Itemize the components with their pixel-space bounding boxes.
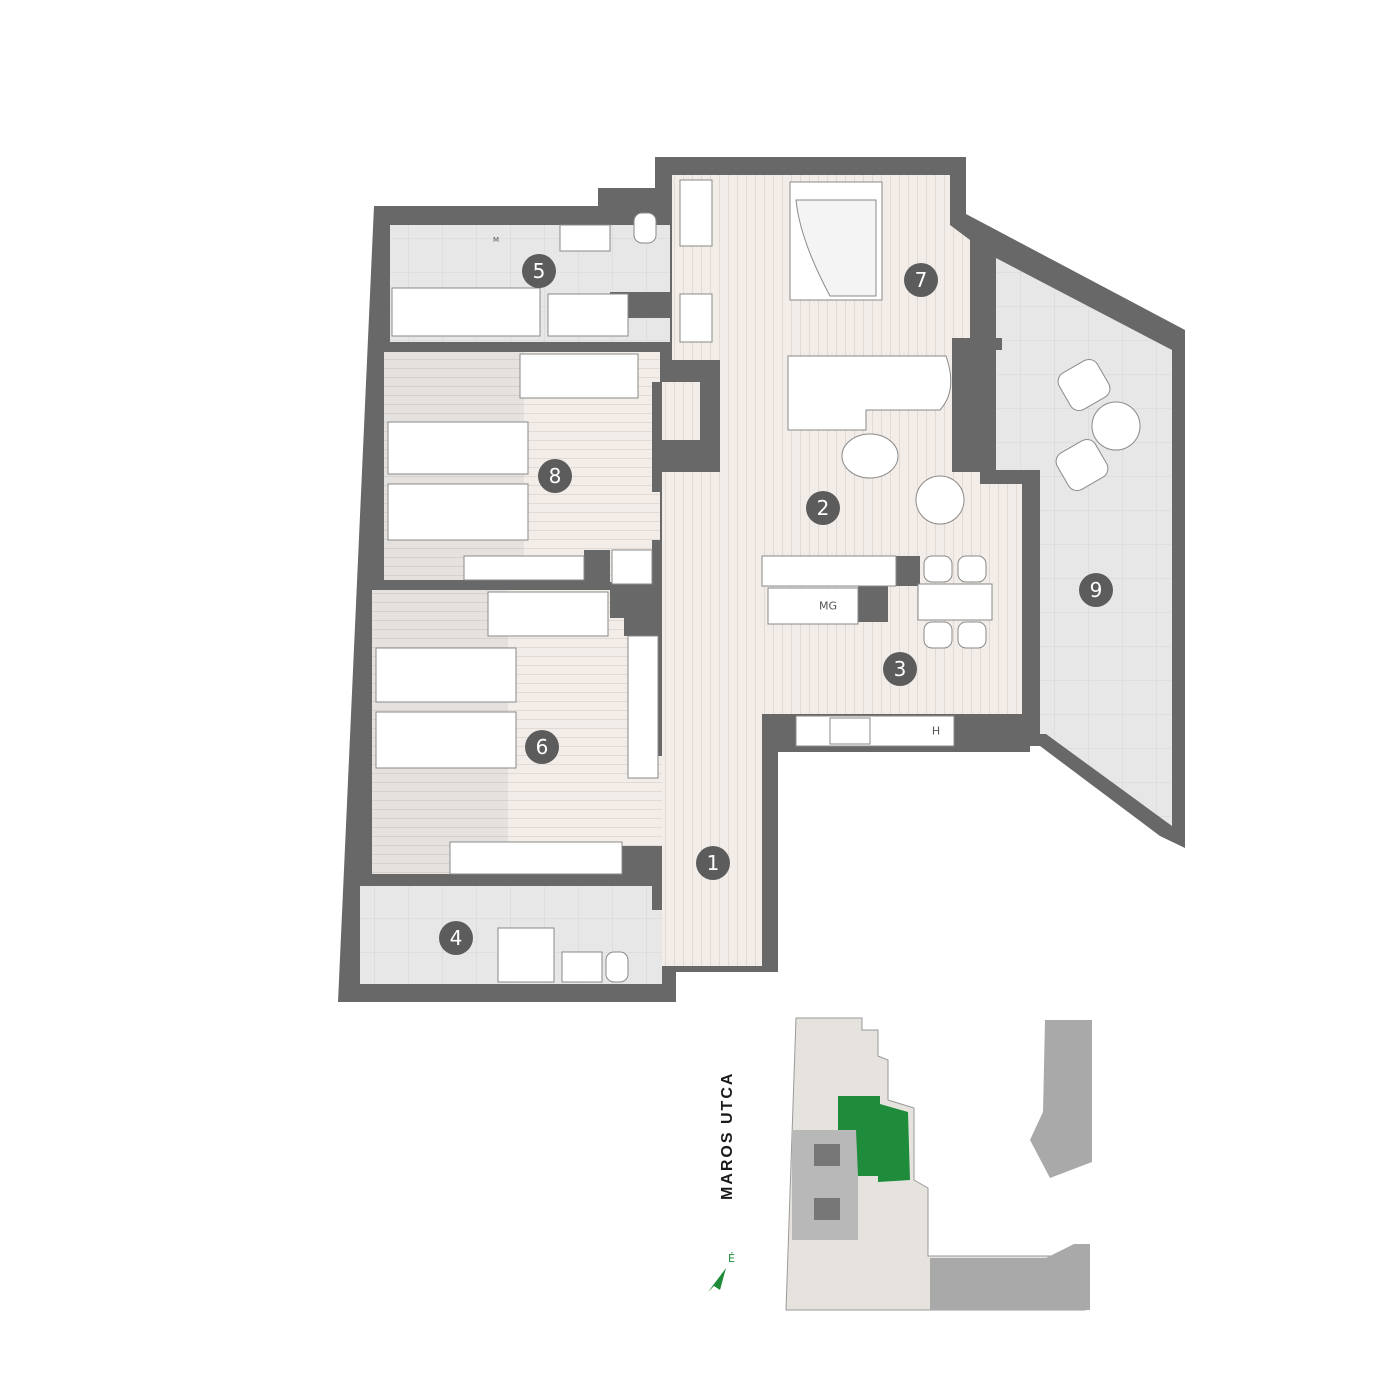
bed-6-top xyxy=(487,591,609,637)
room-number-4: 4 xyxy=(450,926,463,950)
room-number-5: 5 xyxy=(533,259,546,283)
terrace-table xyxy=(1091,401,1141,451)
sofa xyxy=(787,355,952,431)
terrace-chair-1 xyxy=(1057,358,1111,412)
room-number-2: 2 xyxy=(817,496,830,520)
shower-4 xyxy=(497,927,555,983)
dining-table xyxy=(917,583,993,621)
neighbor-building-south xyxy=(930,1244,1090,1310)
shower-tray xyxy=(391,287,541,337)
room-marker-3: 3 xyxy=(883,652,917,686)
site-key-map: MAROS UTCA É xyxy=(708,1017,1092,1311)
toilet-4 xyxy=(605,951,629,983)
bunk-8-a xyxy=(387,421,529,475)
washer-label: M xyxy=(493,236,499,244)
bunk-6-b xyxy=(375,711,517,769)
room-number-6: 6 xyxy=(536,735,549,759)
cabinet xyxy=(547,293,629,337)
bed-8-top xyxy=(519,353,639,399)
desk-6 xyxy=(449,841,623,875)
room-marker-4: 4 xyxy=(439,921,473,955)
north-arrow-icon: É xyxy=(708,1252,735,1292)
wardrobe-7 xyxy=(679,179,713,247)
kitchen-counter xyxy=(795,715,955,747)
hood-label: H xyxy=(932,725,940,738)
highlighted-apartment xyxy=(838,1096,910,1182)
room-marker-6: 6 xyxy=(525,730,559,764)
armchair xyxy=(915,475,965,525)
wardrobe-6 xyxy=(627,635,659,779)
room-number-9: 9 xyxy=(1090,578,1103,602)
room-marker-1: 1 xyxy=(696,846,730,880)
wardrobe-7b xyxy=(679,293,713,343)
neighbor-building-east xyxy=(1030,1020,1092,1178)
chair-3 xyxy=(923,621,953,649)
wardrobe-8 xyxy=(611,549,653,585)
room-9-floor xyxy=(996,258,1172,826)
room-marker-8: 8 xyxy=(538,459,572,493)
interior-walls xyxy=(372,292,1040,910)
room-markers: 1 2 3 4 5 6 7 8 xyxy=(439,254,1113,955)
chair-2 xyxy=(957,555,987,583)
room-marker-5: 5 xyxy=(522,254,556,288)
cooktop xyxy=(829,717,871,745)
room-number-3: 3 xyxy=(894,657,907,681)
furniture xyxy=(375,179,1141,983)
room-marker-2: 2 xyxy=(806,491,840,525)
street-label: MAROS UTCA xyxy=(719,1072,736,1200)
room-marker-7: 7 xyxy=(904,263,938,297)
room-marker-9: 9 xyxy=(1079,573,1113,607)
coffee-table xyxy=(841,433,899,479)
chair-1 xyxy=(923,555,953,583)
fridge xyxy=(767,587,859,625)
desk-8 xyxy=(463,555,585,581)
room-number-7: 7 xyxy=(915,268,928,292)
room-number-8: 8 xyxy=(549,464,562,488)
kitchen-island xyxy=(761,555,897,587)
stair-block-2 xyxy=(814,1198,840,1220)
toilet xyxy=(633,212,657,244)
fridge-label: MG xyxy=(819,600,837,613)
bunk-6-a xyxy=(375,647,517,703)
washbasin-4 xyxy=(561,951,603,983)
compass-letter: É xyxy=(728,1252,735,1265)
room-number-1: 1 xyxy=(707,851,720,875)
bunk-8-b xyxy=(387,483,529,541)
washbasin xyxy=(559,224,611,252)
stair-block-1 xyxy=(814,1144,840,1166)
terrace-chair-2 xyxy=(1055,438,1109,492)
chair-4 xyxy=(957,621,987,649)
